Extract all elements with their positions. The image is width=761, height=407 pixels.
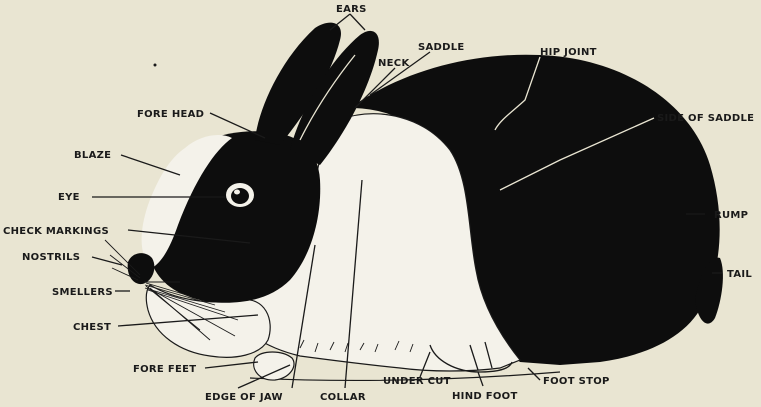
label-eye: EYE [58,192,80,203]
label-ears: EARS [336,4,367,15]
rabbit-eye [226,183,254,207]
label-collar: COLLAR [320,392,366,403]
label-check-markings: CHECK MARKINGS [3,226,109,237]
label-saddle: SADDLE [418,42,465,53]
print-speck [154,64,157,67]
label-hip-joint: HIP JOINT [540,47,597,58]
label-under-cut: UNDER CUT [383,376,451,387]
label-smellers: SMELLERS [52,287,113,298]
label-fore-feet: FORE FEET [133,364,196,375]
label-foot-stop: FOOT STOP [543,376,610,387]
label-tail: TAIL [727,269,752,280]
rabbit-nose [128,253,155,284]
label-rump: RUMP [714,210,748,221]
label-fore-head: FORE HEAD [137,109,204,120]
label-blaze: BLAZE [74,150,111,161]
label-neck: NECK [378,58,410,69]
label-side-of-saddle: SIDE OF SADDLE [657,113,754,124]
label-hind-foot: HIND FOOT [452,391,518,402]
label-edge-of-jaw: EDGE OF JAW [205,392,283,403]
label-nostrils: NOSTRILS [22,252,80,263]
label-chest: CHEST [73,322,111,333]
